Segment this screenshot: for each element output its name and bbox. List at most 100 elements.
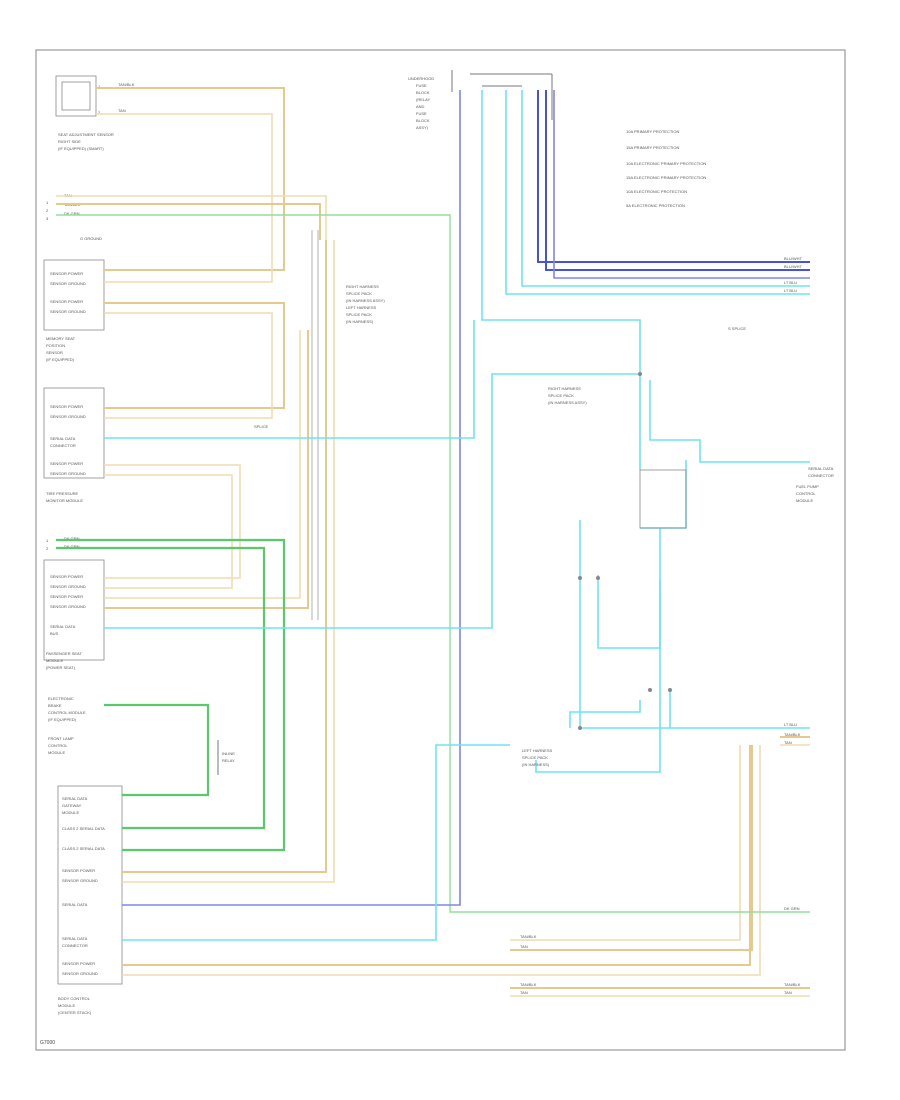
svg-text:GATEWAY: GATEWAY <box>62 803 82 808</box>
svg-text:SENSOR POWER: SENSOR POWER <box>50 461 83 466</box>
svg-text:UNDERHOOD: UNDERHOOD <box>408 76 434 81</box>
svg-text:SERIAL DATA: SERIAL DATA <box>62 796 88 801</box>
diagram-frame <box>35 49 846 1051</box>
splice-s-label: S SPLICE <box>728 326 746 331</box>
svg-text:SENSOR GROUND: SENSOR GROUND <box>50 471 86 476</box>
tan-wire-o <box>510 745 741 941</box>
svg-text:LEFT HARNESS: LEFT HARNESS <box>522 748 552 753</box>
wire-label-tanblk-1: TAN/BLK <box>118 82 135 87</box>
dark-blue-wire-1 <box>537 90 810 263</box>
svg-text:MODULE: MODULE <box>62 810 79 815</box>
tan-wire-i <box>104 330 301 599</box>
svg-text:MODULE: MODULE <box>48 750 65 755</box>
tan-wire-m <box>122 745 751 966</box>
svg-text:BUS: BUS <box>50 631 59 636</box>
svg-text:SENSOR GROUND: SENSOR GROUND <box>50 414 86 419</box>
tan-wire-p <box>510 745 753 951</box>
cyan-wire-i <box>535 580 661 773</box>
svg-text:MONITOR MODULE: MONITOR MODULE <box>46 498 83 503</box>
cyan-wire-top-3 <box>481 90 641 380</box>
svg-text:SENSOR GROUND: SENSOR GROUND <box>50 584 86 589</box>
svg-text:1: 1 <box>98 84 101 89</box>
passenger-seat-module: 1 2 DK GRN DK GRN SENSOR POWER SENSOR GR… <box>43 536 105 670</box>
svg-text:SENSOR POWER: SENSOR POWER <box>50 404 83 409</box>
legend-item-1: 10A PRIMARY PROTECTION <box>626 129 680 134</box>
svg-text:SERIAL DATA: SERIAL DATA <box>62 936 88 941</box>
svg-text:FUEL PUMP: FUEL PUMP <box>796 484 819 489</box>
body-control-module: SERIAL DATA GATEWAY MODULE CLASS 2 SERIA… <box>57 785 123 1015</box>
blue-wire-a <box>122 90 461 906</box>
svg-text:TIRE PRESSURE: TIRE PRESSURE <box>46 491 79 496</box>
svg-text:PASSENGER SEAT: PASSENGER SEAT <box>46 651 82 656</box>
seat-adjustment-sensor: 1 2 SEAT ADJUSTMENT SENSOR RIGHT SIDE (I… <box>55 75 114 151</box>
svg-text:SENSOR POWER: SENSOR POWER <box>62 868 95 873</box>
svg-text:CONNECTOR: CONNECTOR <box>62 943 88 948</box>
tan-wire-n <box>122 745 761 976</box>
svg-text:SERIAL DATA: SERIAL DATA <box>808 466 834 471</box>
svg-text:SENSOR: SENSOR <box>46 350 63 355</box>
blue-wire-b <box>553 90 810 279</box>
svg-text:SENSOR POWER: SENSOR POWER <box>62 961 95 966</box>
svg-text:SENSOR GROUND: SENSOR GROUND <box>62 971 98 976</box>
cyan-wire-serial-2 <box>104 373 640 629</box>
tan-wire-k <box>122 240 327 873</box>
svg-text:FRONT LAMP: FRONT LAMP <box>48 736 74 741</box>
splice-dot-5 <box>668 688 672 692</box>
green-wire-c <box>56 546 266 830</box>
svg-text:BLOCK: BLOCK <box>416 118 430 123</box>
dark-blue-wire-2 <box>545 90 810 271</box>
splice-dot-2 <box>578 576 582 580</box>
svg-text:POSITION: POSITION <box>46 343 65 348</box>
underhood-fuse-block: UNDERHOOD FUSE BLOCK (RELAY AND FUSE BLO… <box>408 70 553 130</box>
svg-text:DK GRN: DK GRN <box>64 211 80 216</box>
cyan-wire-h <box>597 528 661 649</box>
svg-text:SENSOR POWER: SENSOR POWER <box>50 271 83 276</box>
cyan-wire-top-2 <box>505 90 810 295</box>
svg-text:SENSOR POWER: SENSOR POWER <box>50 574 83 579</box>
tire-pressure-module: SENSOR POWER SENSOR GROUND SERIAL DATA C… <box>43 387 105 503</box>
svg-text:(IN HARNESS): (IN HARNESS) <box>522 762 550 767</box>
svg-text:LT BLU: LT BLU <box>784 280 797 285</box>
svg-text:1: 1 <box>46 538 49 543</box>
electronic-brake-module: ELECTRONIC BRAKE CONTROL MODULE (IF EQUI… <box>48 696 86 755</box>
cyan-wire-k <box>569 700 641 728</box>
left-harness-label: LEFT HARNESS SPLICE PACK (IN HARNESS) <box>522 748 552 767</box>
legend-item-2: 15A PRIMARY PROTECTION <box>626 145 680 150</box>
svg-text:SEAT ADJUSTMENT SENSOR: SEAT ADJUSTMENT SENSOR <box>58 132 114 137</box>
svg-text:MODULE: MODULE <box>58 1003 75 1008</box>
svg-text:(IF EQUIPPED): (IF EQUIPPED) <box>48 717 77 722</box>
svg-text:SPLICE PACK: SPLICE PACK <box>522 755 548 760</box>
svg-text:(IN HARNESS ASSY): (IN HARNESS ASSY) <box>548 400 587 405</box>
svg-text:TAN/BLK: TAN/BLK <box>520 934 537 939</box>
svg-text:MEMORY SEAT: MEMORY SEAT <box>46 336 76 341</box>
green-wire-a <box>56 214 810 913</box>
svg-text:SENSOR GROUND: SENSOR GROUND <box>50 281 86 286</box>
tan-wire-a <box>96 87 285 271</box>
svg-text:SENSOR GROUND: SENSOR GROUND <box>50 309 86 314</box>
tan-wire-j <box>104 330 309 609</box>
svg-text:CONNECTOR: CONNECTOR <box>808 473 834 478</box>
fuel-pump-module: SERIAL DATA CONNECTOR FUEL PUMP CONTROL … <box>639 466 834 529</box>
legend-item-4: 15A ELECTRONIC PRIMARY PROTECTION <box>626 175 706 180</box>
tan-wire-b <box>96 113 273 283</box>
cyan-wire-g <box>579 520 810 729</box>
svg-text:TAN/BLK: TAN/BLK <box>520 982 537 987</box>
svg-text:DK GRN: DK GRN <box>64 544 80 549</box>
svg-text:TAN/BLK: TAN/BLK <box>784 732 801 737</box>
splice-label-1: SPLICE <box>254 424 269 429</box>
svg-text:TAN/BLK: TAN/BLK <box>784 982 801 987</box>
memory-seat-module: SENSOR POWER SENSOR GROUND SENSOR POWER … <box>43 259 105 362</box>
svg-text:CLASS 2 SERIAL DATA: CLASS 2 SERIAL DATA <box>62 826 105 831</box>
right-harness-label: RIGHT HARNESS SPLICE PACK (IN HARNESS AS… <box>548 386 587 405</box>
svg-text:CLASS 2 SERIAL DATA: CLASS 2 SERIAL DATA <box>62 846 105 851</box>
protection-legend: 10A PRIMARY PROTECTION 15A PRIMARY PROTE… <box>626 129 706 208</box>
svg-text:CONTROL: CONTROL <box>796 491 816 496</box>
svg-text:(RELAY: (RELAY <box>416 97 430 102</box>
svg-text:RIGHT HARNESS: RIGHT HARNESS <box>548 386 581 391</box>
svg-text:AND: AND <box>416 104 425 109</box>
svg-text:BRAKE: BRAKE <box>48 703 62 708</box>
svg-text:INLINE: INLINE <box>222 751 235 756</box>
svg-text:2: 2 <box>46 546 49 551</box>
svg-text:RIGHT HARNESS: RIGHT HARNESS <box>346 284 379 289</box>
cyan-wire-e <box>649 380 810 463</box>
